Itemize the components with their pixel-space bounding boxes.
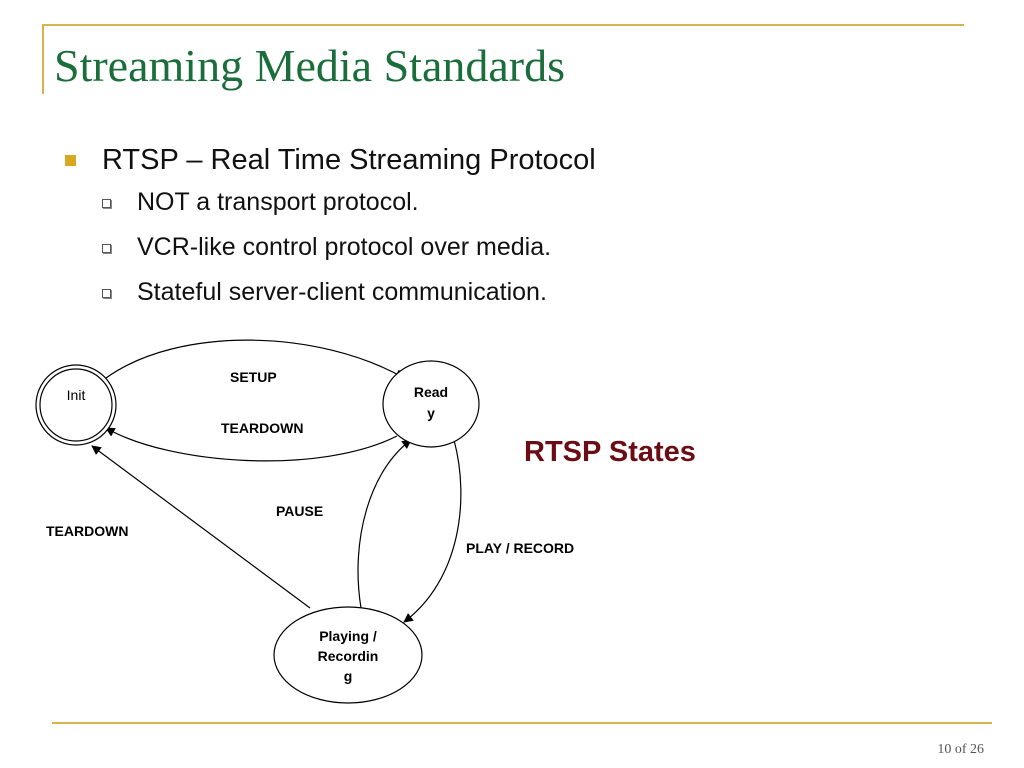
teardown-ready-transition-arrow: [105, 427, 398, 462]
slide-title: Streaming Media Standards: [54, 40, 566, 91]
sub-bullet-text: VCR-like control protocol over media.: [137, 233, 552, 261]
playing-state-label: Recordin: [318, 648, 379, 664]
square-bullet-icon: [65, 155, 76, 166]
bottom-rule: [52, 722, 992, 724]
sub-bullet-text: Stateful server-client communication.: [137, 278, 547, 306]
setup-transition-arrow: [105, 339, 405, 379]
ready-state-node: [382, 360, 480, 448]
ready-state-label: y: [427, 405, 435, 421]
bullet-item: RTSP – Real Time Streaming Protocol: [60, 140, 860, 180]
sub-bullet-item: NOT a transport protocol.: [60, 180, 860, 225]
setup-transition-label: SETUP: [230, 369, 277, 385]
page-total: 26: [970, 742, 984, 757]
hollow-square-bullet-icon: [102, 289, 111, 298]
teardown-playing-transition-label: TEARDOWN: [46, 523, 128, 539]
playing-state-label: Playing /: [319, 628, 377, 644]
play-record-transition-arrow: [403, 439, 462, 623]
page-of-label: of: [954, 742, 967, 757]
page-number: 10 of 26: [937, 742, 984, 758]
teardown-playing-transition-arrow: [91, 445, 311, 609]
sub-bullet-item: VCR-like control protocol over media.: [60, 225, 860, 270]
playing-recording-state-node: [273, 606, 423, 704]
sub-bullet-text: NOT a transport protocol.: [137, 188, 419, 216]
init-state-label: Init: [67, 387, 86, 403]
page-current: 10: [937, 742, 952, 757]
left-rule: [42, 24, 44, 94]
bullet-text: RTSP – Real Time Streaming Protocol: [102, 144, 596, 176]
teardown-ready-transition-label: TEARDOWN: [221, 420, 303, 436]
pause-transition-label: PAUSE: [276, 503, 323, 519]
pause-transition-arrow: [357, 439, 412, 609]
sub-bullet-item: Stateful server-client communication.: [60, 270, 860, 315]
init-state-node: [39, 368, 113, 442]
playing-state-label: g: [344, 668, 353, 684]
ready-state-label: Read: [414, 384, 448, 400]
bullet-list: RTSP – Real Time Streaming Protocol NOT …: [60, 140, 860, 315]
top-rule: [42, 24, 964, 26]
hollow-square-bullet-icon: [102, 244, 111, 253]
play-record-transition-label: PLAY / RECORD: [466, 540, 574, 556]
hollow-square-bullet-icon: [102, 199, 111, 208]
diagram-title: RTSP States: [524, 436, 696, 468]
